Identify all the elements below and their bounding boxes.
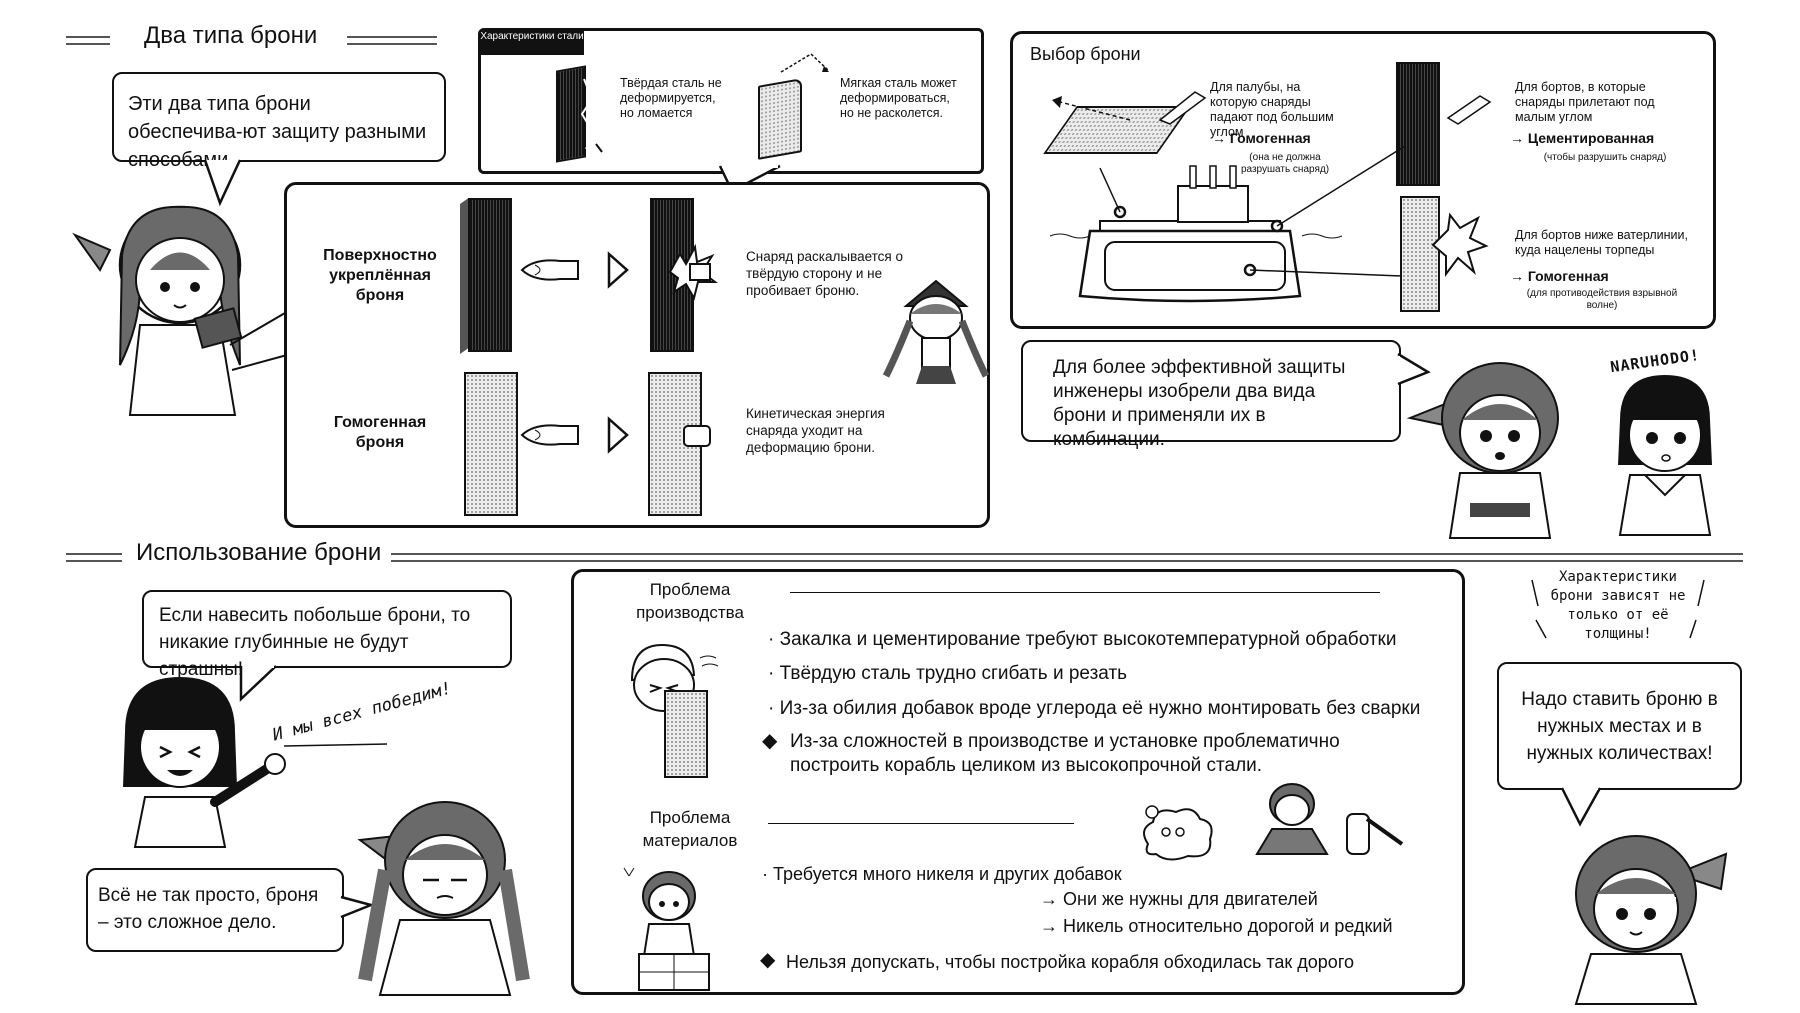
not-simple-speech-bubble: Всё не так просто, броня – это сложное д… (86, 868, 344, 952)
lower-belt-plate (1400, 196, 1440, 312)
character-illustration (1406, 362, 1559, 539)
character-illustration (1574, 835, 1728, 1005)
materials-problem-title: Проблема материалов (642, 808, 738, 850)
materials-sub-item: → Никель относительно дорогой и редкий (1040, 916, 1393, 936)
more-armor-speech-bubble: Если навесить побольше брони, то никакие… (142, 590, 512, 680)
character-illustration (623, 867, 710, 991)
engineers-speech-bubble: Для более эффективной защиты инженеры из… (1021, 340, 1401, 450)
materials-item: · Требуется много никеля и других добаво… (762, 864, 1122, 884)
bubble-tail (203, 159, 242, 207)
burst-icon (668, 243, 718, 301)
diamond-icon: ◆ (760, 949, 776, 971)
bubble-tail (339, 895, 375, 919)
heavy-plate (664, 690, 708, 778)
section-title-usage: Использование брони (136, 539, 382, 566)
bubble-tail (239, 664, 277, 702)
right-places-speech-bubble: Надо ставить броню в нужных местах и в н… (1497, 662, 1742, 790)
problems-panel (571, 569, 1465, 995)
character-illustration (1255, 783, 1404, 855)
materials-conclusion: Нельзя допускать, чтобы постройка корабл… (786, 952, 1354, 972)
diamond-icon: ◆ (762, 730, 778, 752)
bend-arrow-icon (780, 53, 829, 73)
play-arrow-icon (607, 251, 629, 289)
armor-comparison-panel (284, 182, 990, 528)
homogeneous-desc: Кинетическая энергия снаряда уходит на д… (746, 406, 885, 455)
deck-shell-arrow-icon (1052, 91, 1207, 125)
deck-desc: Для палубы, на которую снаряды падают по… (1210, 80, 1334, 139)
deck-note: (она не должна разрушать снаряд) (1240, 152, 1330, 175)
header-rule (347, 36, 437, 45)
character-illustration (123, 677, 286, 848)
character-illustration (1618, 375, 1712, 536)
header-rule (391, 553, 1743, 562)
side-note: (чтобы разрушить снаряд) (1543, 152, 1667, 163)
deck-recommendation: → Гомогенная (1212, 130, 1311, 146)
lower-note: (для противодействия взрывной волне) (1526, 288, 1678, 311)
shell-stuck-icon (683, 425, 711, 447)
divider-line (768, 823, 1074, 824)
materials-sub-item: → Они же нужны для двигателей (1040, 889, 1318, 909)
lower-recommendation: → Гомогенная (1510, 268, 1609, 284)
surface-hardened-desc: Снаряд раскалывается о твёрдую сторону и… (746, 249, 904, 298)
surface-hardened-label: Поверхностно укреплённая броня (323, 247, 437, 304)
side-type: Цементированная (1527, 130, 1655, 146)
shell-icon (520, 424, 579, 446)
production-problem-title: Проблема производства (636, 580, 744, 622)
shell-icon (520, 259, 579, 281)
cloud-creature-icon (1143, 805, 1213, 861)
section-title-two-types: Два типа брони (144, 22, 318, 49)
surface-hardened-plate (468, 198, 512, 352)
bubble-tail (1396, 352, 1431, 386)
arrow-icon: → (1212, 130, 1226, 146)
soft-steel-plate (758, 78, 802, 160)
side-recommendation: → Цементированная (1510, 130, 1654, 146)
not-simple-text: Всё не так просто, броня – это сложное д… (98, 885, 319, 933)
plate-edge (460, 198, 468, 354)
engineers-text: Для более эффективной защиты инженеры из… (1053, 357, 1346, 450)
bubble-tail (1560, 786, 1602, 827)
crack-lines (580, 78, 603, 153)
steel-tab: Характеристики стали (480, 30, 584, 55)
right-places-text: Надо ставить броню в нужных местах и в н… (1521, 689, 1718, 764)
bubble-tail (231, 354, 288, 371)
explosion-icon (1431, 212, 1489, 277)
armor-choice-title: Выбор брони (1030, 44, 1141, 64)
side-desc: Для бортов, в которые снаряды прилетают … (1515, 80, 1655, 124)
arrow-icon: → (1510, 268, 1524, 284)
production-conclusion-line1: Из-за сложностей в производстве и устано… (790, 731, 1340, 752)
depends-handwritten-note: Характеристики брони зависят не только о… (1550, 569, 1686, 642)
ship-cross-section (1049, 145, 1406, 303)
lower-type: Гомогенная (1527, 268, 1609, 284)
deck-type: Гомогенная (1229, 130, 1311, 146)
side-shell-icon (1446, 95, 1492, 125)
production-item: · Твёрдую сталь трудно сгибать и резать (768, 663, 1128, 684)
more-armor-text: Если навесить побольше брони, то никакие… (159, 605, 471, 680)
header-rule (66, 553, 122, 562)
character-illustration (630, 643, 719, 712)
play-arrow-icon (607, 416, 629, 454)
arrow-icon: → (1510, 130, 1524, 146)
hard-steel-desc: Твёрдая сталь не деформируется, но ломае… (620, 76, 722, 120)
character-illustration (72, 205, 286, 416)
homogeneous-label: Гомогенная броня (333, 414, 427, 451)
emphasis-marks (1531, 579, 1705, 639)
character-illustration (882, 279, 990, 384)
lower-desc: Для бортов ниже ватерлинии, куда нацелен… (1515, 228, 1688, 257)
side-belt-plate (1396, 62, 1440, 186)
steel-tab-text: Характеристики стали (480, 31, 584, 42)
underline-stroke (283, 743, 388, 747)
character-illustration (357, 801, 530, 996)
production-conclusion-line2: построить корабль целиком из высокопрочн… (790, 755, 1263, 776)
win-exclamation: И мы всех победим! (270, 678, 454, 746)
intro-speech-bubble: Эти два типа брони обеспечива-ют защиту … (112, 72, 446, 171)
divider-line (790, 592, 1380, 593)
production-item: · Закалка и цементирование требуют высок… (768, 629, 1397, 650)
soft-steel-desc: Мягкая сталь может деформироваться, но н… (840, 76, 957, 120)
production-item: · Из-за обилия добавок вроде углерода её… (768, 698, 1421, 719)
homogeneous-plate (464, 372, 518, 516)
header-rule (66, 36, 110, 45)
intro-text: Эти два типа брони обеспечива-ют защиту … (128, 93, 427, 171)
